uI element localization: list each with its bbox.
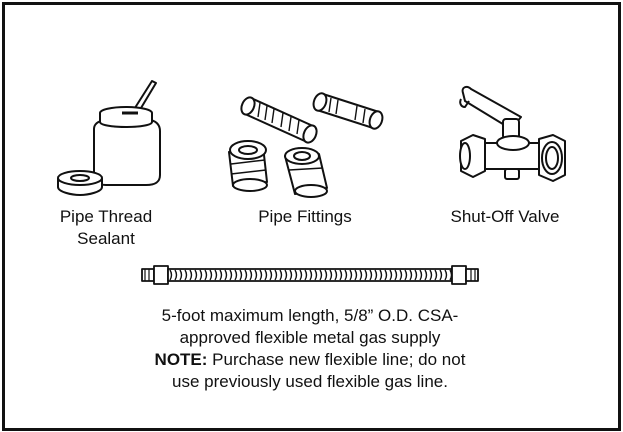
label-line-1: Pipe Thread <box>59 207 153 226</box>
description-line-2: approved flexible metal gas supply <box>179 328 441 347</box>
label-line-2: Sealant <box>77 229 135 248</box>
flex-line-description: 5-foot maximum length, 5/8” O.D. CSA- ap… <box>100 305 520 349</box>
sealant-jar-icon <box>57 80 161 196</box>
shutoff-valve-icon <box>459 85 566 182</box>
label-pipe-fittings: Pipe Fittings <box>258 207 352 226</box>
note-line-1: NOTE: Purchase new flexible line; do not <box>100 349 520 371</box>
flexible-gas-line-icon <box>141 265 479 285</box>
note-text-1: Purchase new flexible line; do not <box>207 350 466 369</box>
flex-line-note: NOTE: Purchase new flexible line; do not… <box>100 349 520 393</box>
note-label: NOTE: <box>154 350 208 369</box>
label-shutoff-valve: Shut-Off Valve <box>450 207 560 226</box>
label-pipe-thread-sealant: Pipe Thread Sealant <box>40 206 172 250</box>
pipe-fittings-icon <box>228 92 384 198</box>
note-line-2: use previously used flexible gas line. <box>172 372 448 391</box>
description-line-1: 5-foot maximum length, 5/8” O.D. CSA- <box>161 306 459 325</box>
